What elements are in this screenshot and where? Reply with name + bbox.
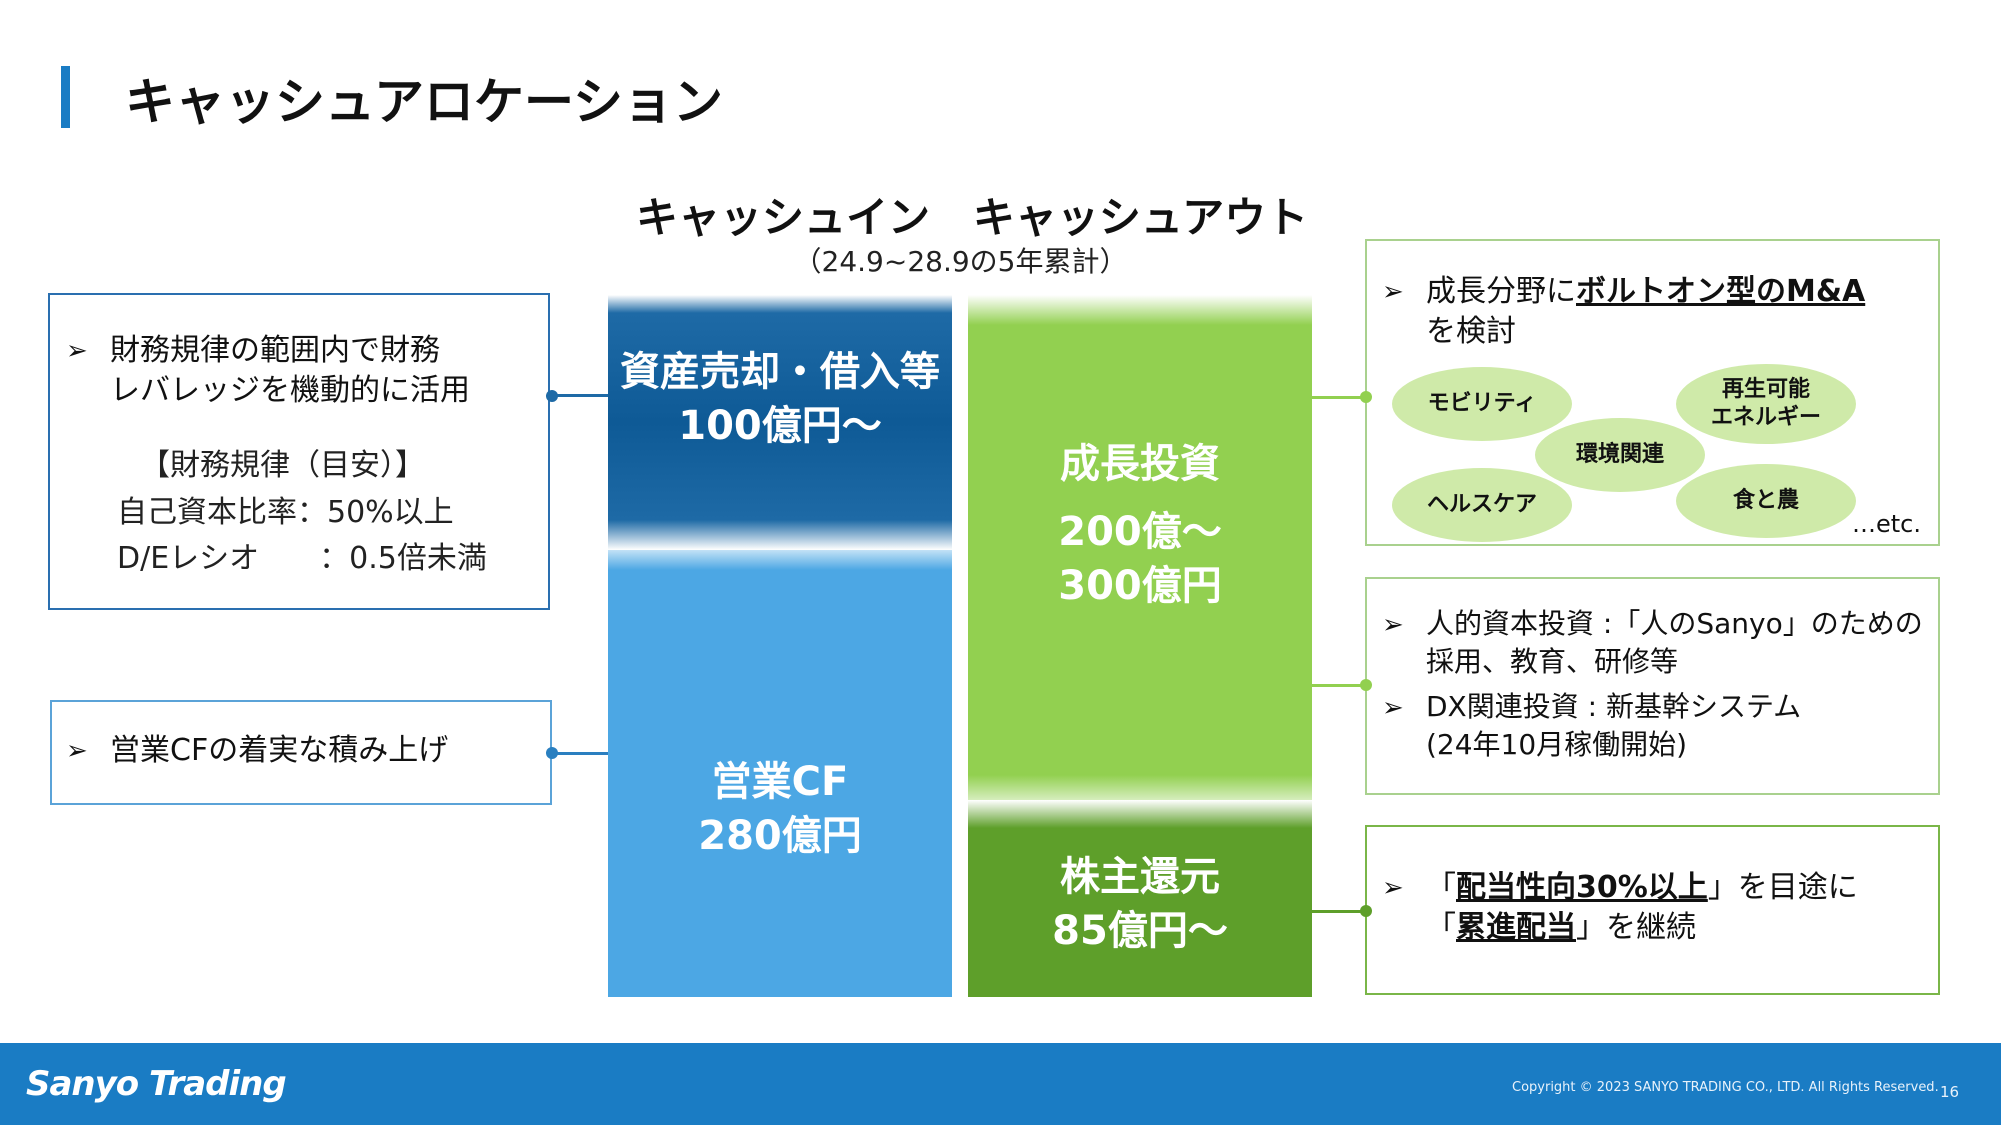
equity-ratio-rule: 自己資本比率：50%以上 [117,495,454,530]
growth-investment-bar: 成長投資 200億～ 300億円 [968,295,1312,815]
connector-dot [1360,391,1372,403]
financial-leverage-line-2: レバレッジを機動的に活用 [110,373,470,408]
human-capital-dx-box [1365,577,1940,795]
operating-cf-bullet: ➢ 営業CFの着実な積み上げ [66,731,448,771]
dividend-policy-bullet: ➢ 「配当性向30%以上」を目途に 「累進配当」を継続 [1382,868,1858,948]
bullet-arrow-icon: ➢ [1382,873,1404,903]
operating-cf-bar: 営業CF 280億円 [608,540,952,997]
bullet-arrow-icon: ➢ [1382,277,1404,307]
bolt-on-ma-bullet: ➢ 成長分野にボルトオン型のM&A を検討 [1382,272,1865,352]
shareholder-return-label: 株主還元 [1060,853,1220,900]
growth-investment-value-1: 200億～ [1058,509,1222,555]
period-note: （24.9~28.9の5年累計） [793,245,1128,278]
field-renewable-energy: 再生可能 エネルギー [1676,364,1856,444]
connector-growth-to-ma [1312,396,1365,399]
company-logo: Sanyo Trading [26,1064,287,1104]
financial-leverage-box [48,293,550,610]
connector-dot [1360,679,1372,691]
ma-line-2: を検討 [1426,314,1516,349]
human-capital-line-1: 人的資本投資 :「人のSanyo」のための [1426,607,1923,640]
ma-prefix: 成長分野に [1426,274,1576,309]
progressive-dividend-emphasis: 累進配当 [1456,910,1576,945]
asset-sale-borrowing-bar: 資産売却・借入等 100億円～ [608,295,952,550]
dx-investment-line-1: DX関連投資 : 新基幹システム [1426,690,1802,723]
fields-etc: …etc. [1852,510,1921,538]
field-healthcare: ヘルスケア [1392,468,1572,542]
human-capital-line-2: 採用、教育、研修等 [1426,645,1679,678]
dx-investment-bullet: ➢ DX関連投資 : 新基幹システム (24年10月稼働開始) [1382,688,1801,764]
ma-emphasis: ボルトオン型のM&A [1576,274,1866,309]
bullet-arrow-icon: ➢ [66,336,88,366]
bullet-arrow-icon: ➢ [1382,610,1404,640]
payout-ratio-emphasis: 配当性向30%以上 [1456,870,1708,905]
footer-bar [0,1043,2001,1125]
financial-leverage-bullet: ➢ 財務規律の範囲内で財務 レバレッジを機動的に活用 [66,331,470,411]
title-accent-bar [61,66,70,128]
connector-dot [546,390,558,402]
dx-investment-line-2: (24年10月稼働開始) [1426,728,1688,761]
cash-in-heading: キャッシュイン [635,193,930,242]
payout-close: 」を目途に [1707,870,1858,905]
human-capital-bullet: ➢ 人的資本投資 :「人のSanyo」のための 採用、教育、研修等 [1382,605,1923,681]
page-number: 16 [1940,1083,1960,1101]
cash-out-heading: キャッシュアウト [972,193,1309,242]
field-environment: 環境関連 [1535,418,1705,492]
connector-dot [546,747,558,759]
financial-leverage-line-1: 財務規律の範囲内で財務 [110,333,440,368]
asset-sale-borrowing-value: 100億円～ [678,403,882,449]
asset-sale-borrowing-label: 資産売却・借入等 [620,349,940,395]
operating-cf-value: 280億円 [698,812,862,859]
connector-return-to-div [1312,910,1365,913]
operating-cf-bullet-text: 営業CFの着実な積み上げ [110,733,449,768]
progressive-open: 「 [1426,910,1456,945]
growth-investment-value-2: 300億円 [1058,563,1222,609]
connector-dot [1360,905,1372,917]
de-ratio-rule: D/Eレシオ ：0.5倍未満 [117,541,487,576]
connector-fin-to-borrow [552,394,608,397]
bullet-arrow-icon: ➢ [66,736,88,766]
dividend-policy-box [1365,825,1940,995]
operating-cf-box [50,700,552,805]
copyright-notice: Copyright © 2023 SANYO TRADING CO., LTD.… [1512,1080,1939,1095]
shareholder-return-value: 85億円～ [1052,907,1228,954]
progressive-close: 」を継続 [1576,910,1696,945]
page-title: キャッシュアロケーション [125,73,723,131]
field-food-agriculture: 食と農 [1676,464,1856,538]
shareholder-return-bar: 株主還元 85億円～ [968,800,1312,997]
operating-cf-label: 営業CF [711,758,849,805]
field-mobility: モビリティ [1392,367,1572,441]
financial-rule-title: 【財務規律（目安）】 [140,448,425,483]
growth-investment-label: 成長投資 [1060,441,1220,487]
connector-growth-to-hc [1312,684,1365,687]
payout-open: 「 [1426,870,1456,905]
connector-cf-to-bar [552,752,608,755]
bullet-arrow-icon: ➢ [1382,693,1404,723]
